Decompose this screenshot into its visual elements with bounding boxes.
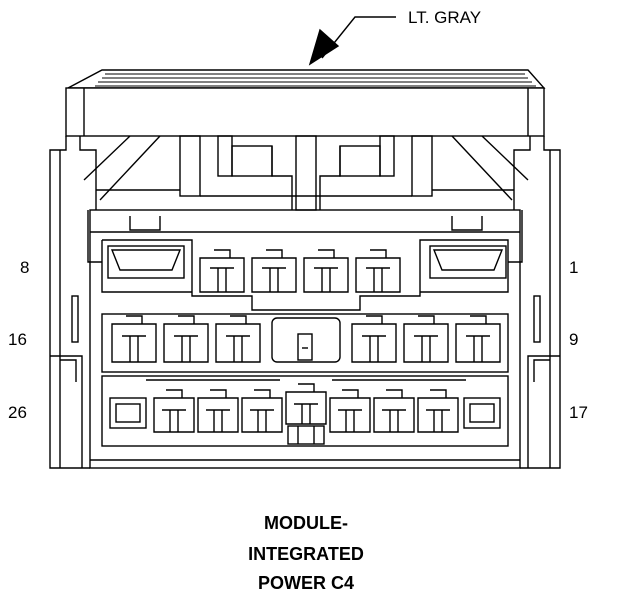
cavity-row-3: [101, 375, 509, 447]
pin-label-1: 1: [569, 258, 578, 277]
pin-label-9: 9: [569, 330, 578, 349]
pin-label-8: 8: [20, 258, 29, 277]
caption-line-1: MODULE-: [264, 513, 348, 533]
pin-label-16: 16: [8, 330, 27, 349]
row1-terminals: [199, 249, 401, 293]
top-latch: [65, 69, 546, 137]
cavity-row-1: [101, 239, 509, 311]
callout-label: LT. GRAY: [408, 8, 481, 27]
row2-terminals: [111, 315, 501, 363]
connector-housing: [49, 136, 561, 469]
callout-arrow: [308, 16, 396, 66]
pin-label-26: 26: [8, 403, 27, 422]
pin-label-17: 17: [569, 403, 588, 422]
caption-line-3: POWER C4: [257, 573, 354, 593]
caption-line-2: INTEGRATED: [248, 544, 364, 564]
cavity-row-2: [101, 313, 509, 381]
row3-terminals: [153, 383, 459, 433]
upper-cavity: [83, 135, 529, 233]
